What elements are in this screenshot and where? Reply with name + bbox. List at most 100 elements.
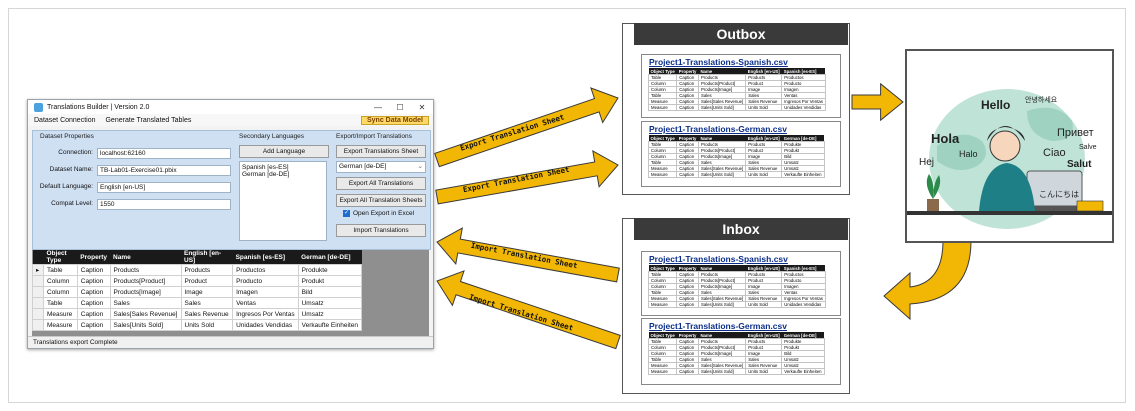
- plant-pot-icon: [927, 199, 939, 211]
- greeting-privet: Привет: [1057, 127, 1094, 139]
- table-cell: Sales Revenue: [745, 98, 783, 105]
- grid-cell[interactable]: Caption: [76, 264, 111, 276]
- translations-builder-window: Translations Builder | Version 2.0 — ☐ ✕…: [27, 99, 434, 349]
- menu-dataset-connection[interactable]: Dataset Connection: [34, 116, 96, 124]
- import-translations-button[interactable]: Import Translations: [336, 224, 426, 237]
- table-cell: Unidades Vendidas: [781, 301, 826, 308]
- grid-column-header[interactable]: Name: [110, 250, 181, 265]
- column-header: Object Type: [648, 68, 677, 75]
- language-item-spanish[interactable]: Spanish [es-ES]: [242, 164, 289, 171]
- language-select[interactable]: German [de-DE] ⌄: [336, 161, 426, 173]
- grid-column-header[interactable]: Property: [77, 250, 111, 265]
- column-header: English [en-US]: [745, 135, 782, 142]
- app-logo-icon: [34, 102, 43, 112]
- column-header: Object Type: [648, 265, 677, 272]
- greeting-korean: 안녕하세요: [1025, 97, 1058, 104]
- grid-cell[interactable]: Sales[Units Sold]: [109, 319, 182, 331]
- grid-cell[interactable]: Verkaufte Einheiten: [297, 319, 363, 331]
- column-header: Name: [698, 68, 746, 75]
- table-cell: Sales[Units Sold]: [697, 104, 747, 111]
- grid-cell[interactable]: Products[Product]: [109, 275, 182, 287]
- menu-generate-translated-tables[interactable]: Generate Translated Tables: [105, 116, 192, 124]
- grid-cell[interactable]: Unidades Vendidas: [232, 319, 299, 331]
- column-header: Name: [698, 135, 746, 142]
- window-title: Translations Builder | Version 2.0: [47, 103, 150, 111]
- column-header: Name: [698, 332, 746, 339]
- open-export-in-excel-option[interactable]: ✓ Open Export in Excel: [343, 210, 414, 217]
- table-cell: Caption: [676, 368, 699, 375]
- plant-leaves-icon: [926, 174, 941, 199]
- grid-cell[interactable]: Measure: [43, 319, 78, 331]
- person-head-shape: [989, 130, 1021, 162]
- row-selector[interactable]: [32, 275, 44, 287]
- checkbox-checked-icon[interactable]: ✓: [343, 210, 350, 217]
- grid-cell[interactable]: Units Sold: [180, 319, 234, 331]
- table-cell: Measure: [647, 368, 678, 375]
- outbox-title: Outbox: [634, 23, 848, 45]
- outbox-to-translator-arrow: [851, 82, 904, 122]
- column-header: Property: [676, 332, 699, 339]
- table-cell: Verkaufte Einheiten: [781, 368, 825, 375]
- table-cell: Units Sold: [745, 104, 783, 111]
- table-cell: Verkaufte Einheiten: [781, 171, 825, 178]
- grid-column-header[interactable]: Spanish [es-ES]: [232, 250, 299, 265]
- secondary-languages-title: Secondary Languages: [239, 133, 305, 140]
- minimize-button[interactable]: —: [374, 102, 382, 112]
- export-import-title: Export/Import Translations: [336, 133, 412, 140]
- language-item-german[interactable]: German [de-DE]: [242, 171, 290, 178]
- export-all-translations-button[interactable]: Export All Translations: [336, 177, 426, 190]
- table-cell: Sales Revenue: [745, 165, 783, 172]
- translator-scene-icon: [907, 89, 1112, 229]
- export-all-translation-sheets-button[interactable]: Export All Translation Sheets: [336, 194, 426, 207]
- flow-arrows: [434, 82, 972, 350]
- sync-data-model-button[interactable]: Sync Data Model: [360, 115, 429, 125]
- csv-file-title: Project1-Translations-Spanish.csv: [649, 57, 788, 67]
- column-header: German [de-DE]: [781, 332, 825, 339]
- dataset-name-field[interactable]: TB-Lab01-Exercise01.pbix: [97, 165, 231, 176]
- grid-column-header[interactable]: German [de-DE]: [298, 250, 362, 265]
- table-cell: Sales[Sales Revenue]: [697, 362, 747, 369]
- greeting-halo: Halo: [959, 149, 978, 159]
- column-header: Property: [676, 135, 699, 142]
- books-icon: [1076, 200, 1104, 212]
- window-controls: — ☐ ✕: [367, 103, 433, 112]
- default-language-field[interactable]: English [en-US]: [97, 182, 231, 193]
- secondary-languages-list[interactable]: Spanish [es-ES] German [de-DE]: [239, 161, 327, 241]
- row-selector[interactable]: [32, 319, 44, 331]
- greeting-salut: Salut: [1067, 159, 1092, 170]
- grid-column-header[interactable]: English [en-US]: [181, 250, 233, 265]
- grid-cell[interactable]: Product: [180, 275, 234, 287]
- table-cell: Ingresos Por Ventas: [781, 295, 826, 302]
- default-language-label: Default Language:: [39, 183, 93, 190]
- grid-column-header[interactable]: Object Type: [43, 250, 78, 265]
- csv-file-title: Project1-Translations-German.csv: [649, 321, 787, 331]
- table-cell: Caption: [676, 104, 699, 111]
- import-arrow-2: [436, 270, 621, 350]
- compat-level-field[interactable]: 1550: [97, 199, 231, 210]
- table-cell: Sales[Sales Revenue]: [697, 98, 747, 105]
- dataset-properties-title: Dataset Properties: [40, 133, 94, 140]
- add-language-button[interactable]: Add Language: [239, 145, 329, 158]
- connection-field[interactable]: localhost:62160: [97, 148, 231, 159]
- table-cell: Sales[Units Sold]: [697, 171, 747, 178]
- maximize-button[interactable]: ☐: [396, 102, 404, 112]
- person-body-shape: [979, 163, 1035, 211]
- export-translations-sheet-button[interactable]: Export Translations Sheet: [336, 145, 426, 158]
- close-button[interactable]: ✕: [418, 102, 426, 112]
- column-header: Object Type: [648, 332, 677, 339]
